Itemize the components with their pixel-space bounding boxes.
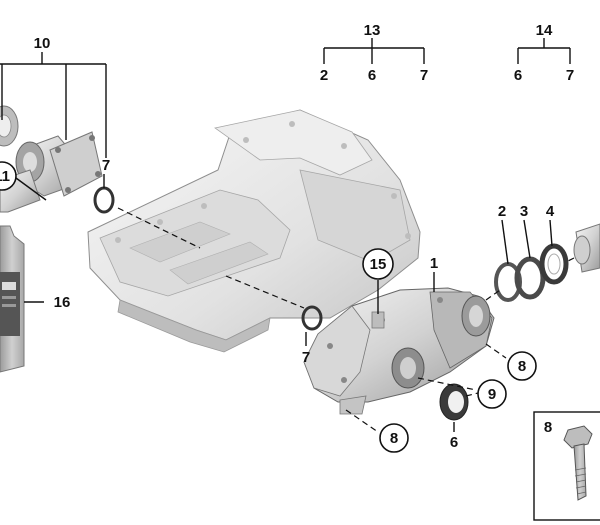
callout-13: 13 [364, 22, 381, 39]
callout-3: 3 [520, 203, 528, 220]
shim-ring-4 [539, 243, 569, 285]
callout-14: 14 [536, 22, 553, 39]
callout-7-top: 7 [102, 157, 110, 174]
shim-ring-3 [514, 256, 546, 300]
bolt-detail-box [533, 411, 600, 521]
rear-differential [303, 287, 495, 415]
shaft-seal [439, 383, 469, 421]
callout-13-a: 2 [320, 67, 328, 84]
output-flange-assembly [0, 105, 103, 213]
callout-circles [0, 161, 537, 453]
callout-13-b: 6 [368, 67, 376, 84]
oil-bottle [0, 225, 25, 373]
callout-14-b: 7 [566, 67, 574, 84]
o-ring-seal-upper [93, 186, 115, 214]
dashed-leaders [117, 207, 575, 433]
drive-flange [573, 223, 600, 273]
callout-4: 4 [546, 203, 555, 220]
o-ring-seal-middle [301, 305, 323, 331]
callout-16: 16 [54, 294, 71, 311]
callout-8-right: 8 [518, 358, 526, 375]
bolt-icon [563, 425, 593, 501]
callout-7-mid: 7 [302, 349, 310, 366]
callout-10: 10 [34, 35, 51, 52]
callout-2: 2 [498, 203, 506, 220]
oil-sump-housing [87, 109, 421, 353]
callout-9: 9 [488, 386, 496, 403]
callout-11: 11 [0, 168, 10, 185]
callout-6: 6 [450, 434, 458, 451]
callout-8-box: 8 [544, 419, 552, 436]
callout-1: 1 [430, 255, 438, 272]
callout-8-bottom: 8 [390, 430, 398, 447]
callout-14-a: 6 [514, 67, 522, 84]
callout-lines [0, 38, 571, 432]
callout-15: 15 [370, 256, 387, 273]
callout-13-c: 7 [420, 67, 428, 84]
